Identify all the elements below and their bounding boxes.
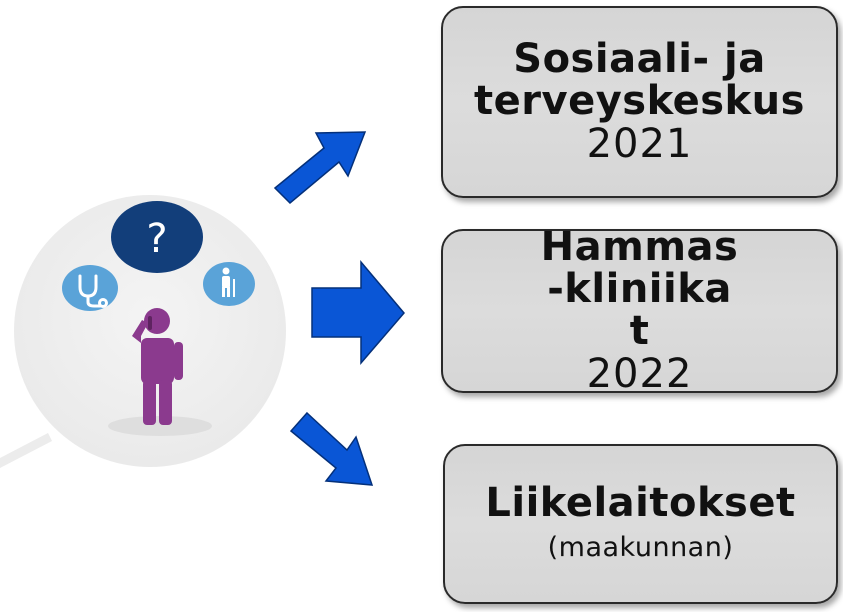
dental-clinics-box: Hammas-kliniikat 2022 <box>441 224 838 397</box>
enterprises-title: Liikelaitokset <box>485 480 796 526</box>
elderly-person-icon <box>222 267 235 297</box>
enterprises-subtitle: (maakunnan) <box>547 532 734 563</box>
enterprises-box: Liikelaitokset (maakunnan) <box>443 444 838 604</box>
health-center-year: 2021 <box>586 121 693 167</box>
question-bubble: ? <box>111 201 203 273</box>
person-on-phone-icon <box>108 308 212 436</box>
stethoscope-icon <box>78 274 108 308</box>
elderly-bubble <box>203 262 255 306</box>
magnifier-handle <box>0 433 52 468</box>
health-center-box: Sosiaali- ja terveyskeskus 2021 <box>441 6 838 198</box>
stethoscope-bubble <box>62 265 118 311</box>
arrow-down-right <box>289 411 374 486</box>
health-center-title: Sosiaali- ja terveyskeskus <box>474 36 805 124</box>
dental-clinics-title: Hammas-kliniikat <box>540 224 739 354</box>
question-mark-icon: ? <box>146 216 167 262</box>
arrow-right <box>311 259 405 366</box>
arrow-up-right <box>273 131 367 205</box>
dental-clinics-year: 2022 <box>586 351 693 397</box>
